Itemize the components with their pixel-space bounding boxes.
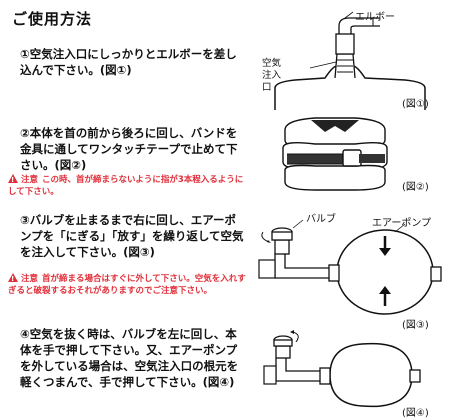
inlet-label: 空気注入口 xyxy=(262,58,282,93)
figure-2-caption: (図②) xyxy=(402,182,429,193)
warning-text: この時、首が締まらないように指が3本程入るようにして下さい。 xyxy=(8,175,244,197)
step-4-text: ④空気を抜く時は、バルブを左に回し、本体を手で押して下さい。又、エアーポンプを外… xyxy=(20,327,239,389)
warning-label: 注意 xyxy=(21,274,39,284)
elbow-label: エルボー xyxy=(355,12,395,23)
valve-label: バルブ xyxy=(306,214,336,225)
step-1-text: ①空気注入口にしっかりとエルボーを差し込んで下さい。(図①) xyxy=(20,47,237,77)
figure-2-diagram xyxy=(282,117,388,191)
figure-1-caption: (図①) xyxy=(402,99,429,110)
warning-icon xyxy=(8,273,18,286)
figure-3-caption: (図③) xyxy=(402,320,429,331)
warning-2: 注意首が締まる場合はすぐに外して下さい。空気を入れすぎると破裂するおそれがありま… xyxy=(8,273,248,297)
step-2-text: ②本体を首の前から後ろに回し、バンドを金具に通してワンタッチテープで止めて下さい… xyxy=(20,126,238,172)
step-3-text: ③バルブを止まるまで右に回し、エアーポンプを「にぎる」「放す」を繰り返して空気を… xyxy=(20,213,244,259)
figure-4-caption: (図④) xyxy=(402,408,429,419)
warning-text: 首が締まる場合はすぐに外して下さい。空気を入れすぎると破裂するおそれがありますの… xyxy=(8,274,246,296)
pump-label: エアーポンプ xyxy=(372,218,432,229)
warning-label: 注意 xyxy=(21,175,39,185)
page-title: ご使用方法 xyxy=(12,10,93,28)
figure-1-diagram xyxy=(274,11,426,110)
figure-4-diagram xyxy=(263,330,421,408)
figure-3-diagram xyxy=(258,219,442,315)
warning-icon xyxy=(8,174,18,187)
